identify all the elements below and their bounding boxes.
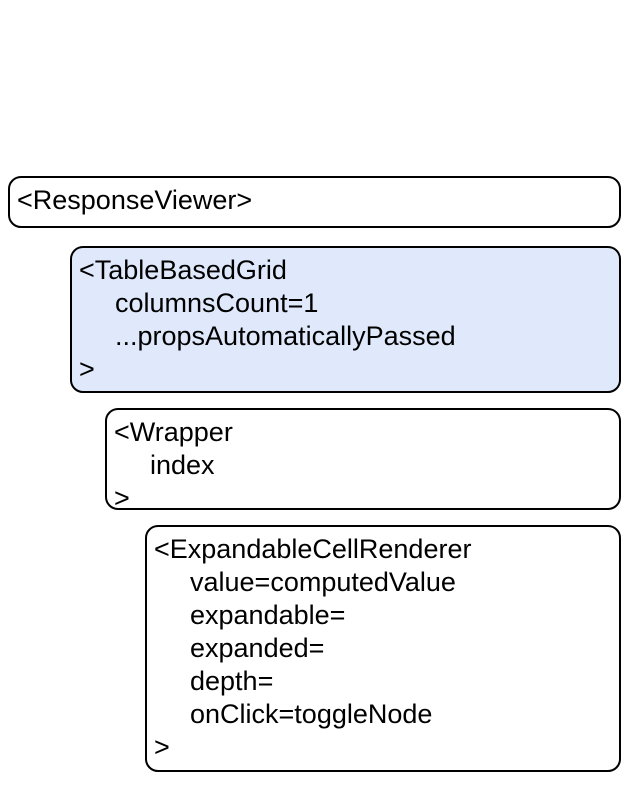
prop-line: columnsCount=1 <box>115 288 319 318</box>
prop-line: expandable= <box>190 600 346 630</box>
component-box-wrapper: <Wrapper index > <box>105 408 621 510</box>
open-tag-line: <ResponseViewer> <box>17 185 253 215</box>
close-tag-line: > <box>114 483 130 510</box>
close-tag-line: > <box>154 732 170 762</box>
open-tag-line: <ExpandableCellRenderer <box>154 534 472 564</box>
component-box-expandable-cell-renderer: <ExpandableCellRenderer value=computedVa… <box>145 525 621 772</box>
open-tag-line: <TableBasedGrid <box>79 255 287 285</box>
component-box-response-viewer: <ResponseViewer> <box>8 176 621 228</box>
prop-line: expanded= <box>190 633 325 663</box>
prop-line: index <box>150 450 215 480</box>
close-tag-line: > <box>79 354 95 384</box>
prop-line: ...propsAutomaticallyPassed <box>115 321 456 351</box>
prop-line: value=computedValue <box>190 567 456 597</box>
prop-line: onClick=toggleNode <box>190 699 433 729</box>
component-box-table-based-grid: <TableBasedGrid columnsCount=1 ...propsA… <box>70 246 621 393</box>
open-tag-line: <Wrapper <box>114 417 233 447</box>
prop-line: depth= <box>190 666 274 696</box>
